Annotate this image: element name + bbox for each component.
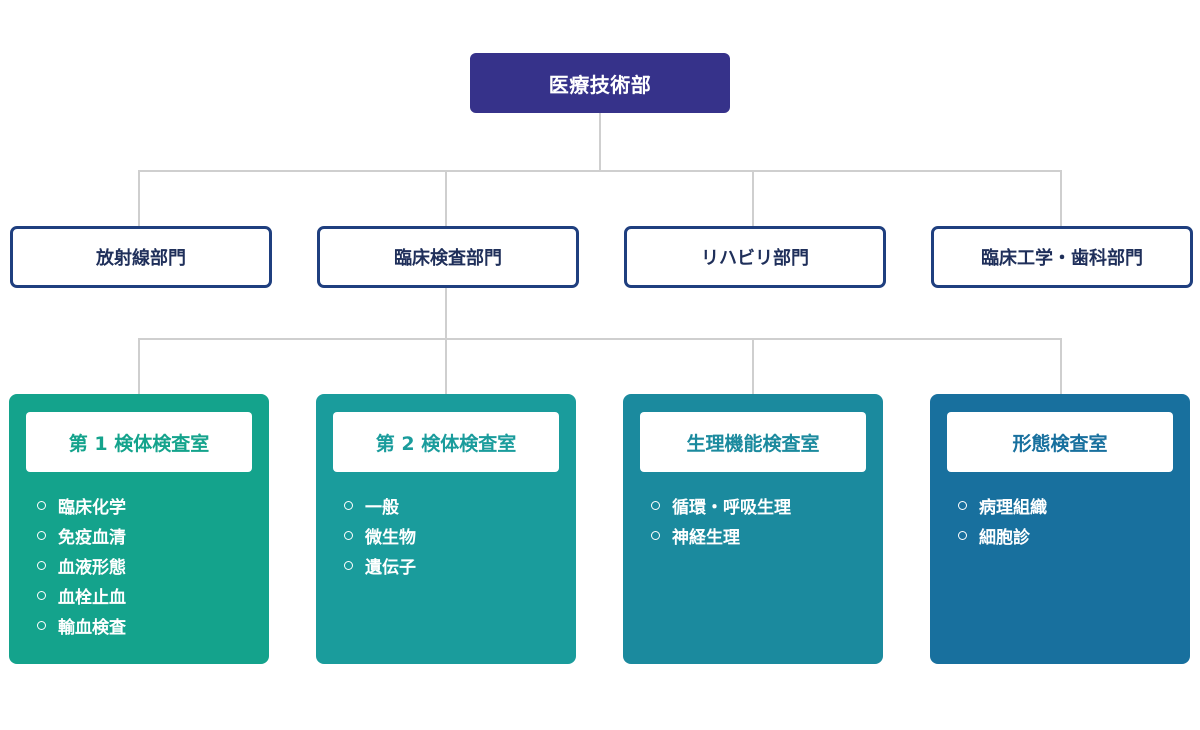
dept-label: 放射線部門	[96, 248, 186, 269]
lab-item-list: 病理組織 細胞診	[958, 490, 1047, 550]
lab-item-list: 循環・呼吸生理 神経生理	[651, 490, 791, 550]
lab-item-list: 臨床化学 免疫血清 血液形態 血栓止血 輸血検査	[37, 490, 126, 640]
lab-item-label: 循環・呼吸生理	[672, 497, 791, 518]
lab-item: 微生物	[344, 520, 416, 550]
lab-item-label: 血栓止血	[58, 587, 126, 608]
lab-item-label: 遺伝子	[365, 557, 416, 578]
lab-item-label: 一般	[365, 497, 399, 518]
bullet-circle-icon	[651, 530, 660, 540]
bullet-circle-icon	[958, 530, 967, 540]
dept-clinical-lab: 臨床検査部門	[317, 226, 579, 288]
lab-item: 一般	[344, 490, 416, 520]
lab-item: 循環・呼吸生理	[651, 490, 791, 520]
lab-item: 免疫血清	[37, 520, 126, 550]
connector-lab-3	[752, 338, 754, 394]
connector-lab-down	[445, 285, 447, 339]
lab-item: 細胞診	[958, 520, 1047, 550]
lab-specimen-1: 第 1 検体検査室 臨床化学 免疫血清 血液形態 血栓止血 輸血検査	[9, 394, 269, 664]
lab-title: 第 1 検体検査室	[26, 412, 252, 472]
lab-item-list: 一般 微生物 遺伝子	[344, 490, 416, 580]
lab-item: 臨床化学	[37, 490, 126, 520]
lab-item: 血液形態	[37, 550, 126, 580]
bullet-circle-icon	[37, 500, 46, 510]
connector-lab-4	[1060, 338, 1062, 394]
lab-title-label: 第 2 検体検査室	[375, 432, 517, 455]
dept-label: 臨床検査部門	[394, 248, 502, 269]
lab-item: 血栓止血	[37, 580, 126, 610]
lab-item: 病理組織	[958, 490, 1047, 520]
lab-title-label: 第 1 検体検査室	[68, 432, 210, 455]
lab-item: 神経生理	[651, 520, 791, 550]
lab-physiology: 生理機能検査室 循環・呼吸生理 神経生理	[623, 394, 883, 664]
root-node: 医療技術部	[470, 53, 730, 113]
connector-lab-1	[138, 338, 140, 394]
lab-item: 輸血検査	[37, 610, 126, 640]
lab-item-label: 微生物	[365, 527, 416, 548]
lab-item-label: 病理組織	[979, 497, 1047, 518]
lab-item-label: 細胞診	[979, 527, 1030, 548]
lab-item-label: 神経生理	[672, 527, 740, 548]
lab-item-label: 血液形態	[58, 557, 126, 578]
lab-title-label: 形態検査室	[1012, 432, 1108, 455]
connector-dept-2	[445, 170, 447, 226]
connector-dept-1	[138, 170, 140, 226]
lab-item-label: 臨床化学	[58, 497, 126, 518]
lab-morphology: 形態検査室 病理組織 細胞診	[930, 394, 1190, 664]
lab-item-label: 免疫血清	[58, 527, 126, 548]
dept-radiology: 放射線部門	[10, 226, 272, 288]
bullet-circle-icon	[37, 530, 46, 540]
connector-root-down	[599, 113, 601, 171]
lab-item-label: 輸血検査	[58, 617, 126, 638]
bullet-circle-icon	[37, 560, 46, 570]
connector-dept-horizontal	[138, 170, 1062, 172]
lab-specimen-2: 第 2 検体検査室 一般 微生物 遺伝子	[316, 394, 576, 664]
bullet-circle-icon	[651, 500, 660, 510]
lab-title-label: 生理機能検査室	[686, 432, 820, 455]
lab-title: 生理機能検査室	[640, 412, 866, 472]
bullet-circle-icon	[37, 620, 46, 630]
dept-label: リハビリ部門	[701, 248, 809, 269]
bullet-circle-icon	[344, 560, 353, 570]
connector-lab-2	[445, 338, 447, 394]
dept-rehabilitation: リハビリ部門	[624, 226, 886, 288]
lab-title: 第 2 検体検査室	[333, 412, 559, 472]
root-label: 医療技術部	[548, 72, 652, 97]
connector-dept-3	[752, 170, 754, 226]
connector-dept-4	[1060, 170, 1062, 226]
bullet-circle-icon	[344, 530, 353, 540]
dept-clinical-engineering-dental: 臨床工学・歯科部門	[931, 226, 1193, 288]
bullet-circle-icon	[37, 590, 46, 600]
lab-title: 形態検査室	[947, 412, 1173, 472]
dept-label: 臨床工学・歯科部門	[981, 248, 1143, 269]
bullet-circle-icon	[958, 500, 967, 510]
connector-lab-horizontal	[138, 338, 1062, 340]
bullet-circle-icon	[344, 500, 353, 510]
lab-item: 遺伝子	[344, 550, 416, 580]
